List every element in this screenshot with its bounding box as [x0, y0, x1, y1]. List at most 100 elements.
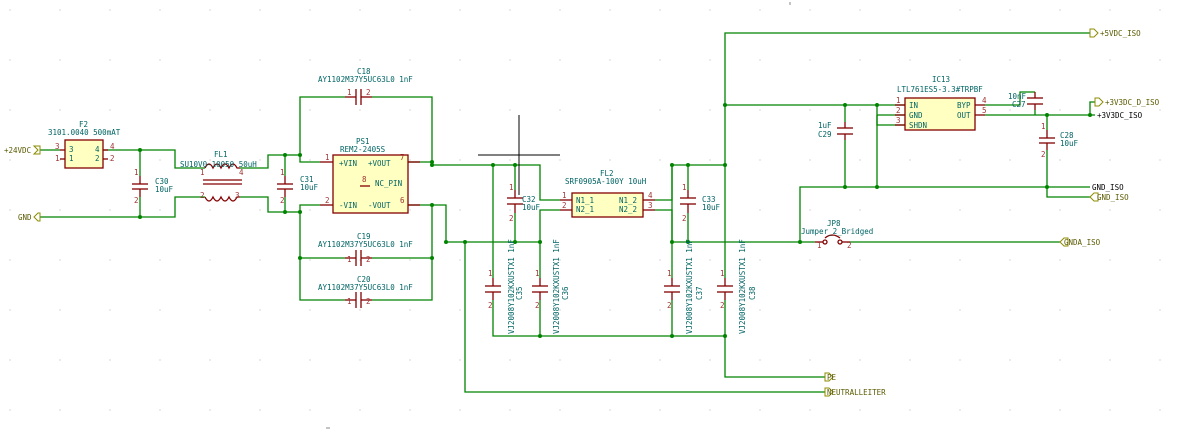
svg-text:+5VDC_ISO: +5VDC_ISO	[1100, 29, 1141, 38]
capacitor-c35[interactable]: VJ2008Y102KXUSTX1 1nF C35 1 2	[485, 239, 524, 334]
fl2-n21: N2_1	[576, 205, 594, 214]
c37-pin2: 2	[667, 301, 672, 310]
net-label-3v3dc-iso[interactable]: +3V3DC_ISO	[1097, 111, 1143, 120]
c28-ref: C28	[1060, 131, 1074, 140]
c32-value: 10uF	[522, 203, 541, 212]
c35-pin2: 2	[488, 301, 493, 310]
net-label-3v3dc-d-iso[interactable]: +3V3DC_D_ISO	[1094, 97, 1160, 107]
net-label-gnd-iso[interactable]: GND_ISO	[1092, 183, 1124, 192]
net-label-5vdc-iso[interactable]: +5VDC_ISO	[1089, 28, 1141, 38]
capacitor-c38[interactable]: VJ2008Y102KXUSTX1 1nF C38 1 2	[717, 239, 757, 334]
c29-ref: C29	[818, 130, 832, 139]
fl2-pin2: 2	[562, 201, 567, 210]
svg-text:+3V3DC_D_ISO: +3V3DC_D_ISO	[1105, 98, 1160, 107]
f2-inner-2: 2	[95, 154, 100, 163]
net-label-gnd-d-iso[interactable]: GND_ISO	[1089, 192, 1129, 202]
ic13-out: OUT	[957, 111, 971, 120]
junction-dots	[138, 103, 1092, 338]
ps1-vin-neg: -VIN	[339, 201, 357, 210]
ic13-ref: IC13	[932, 75, 950, 84]
fl1-pin4: 4	[239, 168, 244, 177]
c28-pin1: 1	[1041, 122, 1046, 131]
c36-value: VJ2008Y102KXUSTX1 1nF	[552, 239, 561, 334]
f2-pin4: 4	[110, 142, 115, 151]
capacitor-c27[interactable]: 10nF C27	[1008, 92, 1043, 110]
net-label-pe[interactable]: PE	[824, 372, 837, 382]
f2-pin1: 1	[55, 154, 60, 163]
net-label-neutralleiter[interactable]: NEUTRALLEITER	[824, 387, 886, 397]
svg-text:+3V3DC_ISO: +3V3DC_ISO	[1097, 111, 1143, 120]
c31-ref: C31	[300, 175, 314, 184]
c32-pin2: 2	[509, 214, 514, 223]
c33-value: 10uF	[702, 203, 721, 212]
ic13-pin1: 1	[896, 96, 901, 105]
ps1-pin8: 8	[362, 175, 367, 184]
capacitor-c33[interactable]: C33 10uF 1 2	[680, 183, 721, 223]
c18-pin1: 1	[347, 88, 352, 97]
f2-value: 3101.0040 500mAT	[48, 128, 121, 137]
ps1-vin-pos: +VIN	[339, 159, 357, 168]
capacitor-c37[interactable]: VJ2008Y102KXUSTX1 1nF C37 1 2	[664, 239, 704, 334]
ps1-pin7: 7	[400, 153, 405, 162]
f2-inner-4: 4	[95, 145, 100, 154]
c31-value: 10uF	[300, 183, 319, 192]
ps1-vout-neg: -VOUT	[368, 201, 391, 210]
fl1-pin1: 1	[200, 168, 205, 177]
ps1-pin1: 1	[325, 153, 330, 162]
capacitor-c20[interactable]: C20 AY1102M37Y5UC63L0 1nF 1 2	[318, 275, 413, 308]
c38-value: VJ2008Y102KXUSTX1 1nF	[738, 239, 747, 334]
c19-pin2: 2	[366, 255, 371, 264]
c30-pin2: 2	[134, 196, 139, 205]
ldo-ic13[interactable]: IC13 LTL761ES5-3.3#TRPBF IN GND SHDN BYP…	[895, 75, 987, 131]
ps1-pin6: 6	[400, 196, 405, 205]
net-label-24vdc[interactable]: +24VDC	[4, 145, 41, 155]
capacitor-c18[interactable]: C18 AY1102M37Y5UC63L0 1nF 1 2	[318, 67, 413, 105]
c33-pin2: 2	[682, 214, 687, 223]
ic13-pin5: 5	[982, 106, 987, 115]
c37-pin1: 1	[667, 269, 672, 278]
fl1-value: SU10V0-10050 50uH	[180, 160, 257, 169]
c27-ref: C27	[1012, 100, 1026, 109]
net-label-gnd[interactable]: GND	[18, 212, 41, 222]
c38-ref: C38	[748, 286, 757, 300]
grid-dots	[9, 9, 1161, 411]
fl2-ref: FL2	[600, 169, 614, 178]
c20-ref: C20	[357, 275, 371, 284]
c33-ref: C33	[702, 195, 716, 204]
jumper-jp8[interactable]: JP8 Jumper_2_Bridged 1 2	[801, 219, 873, 250]
ps1-nc: NC_PIN	[375, 179, 402, 188]
jp8-value: Jumper_2_Bridged	[801, 227, 873, 236]
c28-pin2: 2	[1041, 150, 1046, 159]
c18-value: AY1102M37Y5UC63L0 1nF	[318, 75, 413, 84]
capacitor-c28[interactable]: C28 10uF 1 2	[1039, 122, 1079, 159]
c19-pin1: 1	[347, 255, 352, 264]
capacitor-c29[interactable]: 1uF C29	[818, 121, 853, 140]
capacitor-c31[interactable]: C31 10uF 1 2	[277, 168, 319, 205]
ic13-pin4: 4	[982, 96, 987, 105]
fuse-f2[interactable]: F2 3101.0040 500mAT 3 1 4 2 3 1 4 2	[48, 120, 121, 169]
fl2-n22: N2_2	[619, 205, 637, 214]
capacitor-c36[interactable]: VJ2008Y102KXUSTX1 1nF C36 1 2	[532, 239, 570, 334]
capacitor-c30[interactable]: C30 10uF 1 2	[132, 168, 174, 205]
c20-value: AY1102M37Y5UC63L0 1nF	[318, 283, 413, 292]
c27-value: 10nF	[1008, 92, 1027, 101]
net-label-gnda-iso[interactable]: GNDA_ISO	[1059, 237, 1101, 247]
filter-fl2[interactable]: FL2 SRF0905A-100Y 10uH N1_1 N2_1 N1_2 N2…	[560, 169, 655, 218]
capacitor-c19[interactable]: C19 AY1102M37Y5UC63L0 1nF 1 2	[318, 232, 413, 266]
svg-text:GND_ISO: GND_ISO	[1092, 183, 1124, 192]
ic13-in: IN	[909, 101, 918, 110]
c18-ref: C18	[357, 67, 371, 76]
c36-pin2: 2	[535, 301, 540, 310]
c32-pin1: 1	[509, 183, 514, 192]
choke-fl1[interactable]: FL1 SU10V0-10050 50uH 1 4 2 3	[180, 150, 257, 202]
c31-pin1: 1	[280, 168, 285, 177]
ic13-pin3: 3	[896, 116, 901, 125]
c28-value: 10uF	[1060, 139, 1079, 148]
dcdc-converter-ps1[interactable]: PS1 REM2-2405S +VIN +VOUT NC_PIN -VIN -V…	[320, 137, 420, 214]
fl2-value: SRF0905A-100Y 10uH	[565, 177, 647, 186]
c29-value: 1uF	[818, 121, 832, 130]
fl2-pin3: 3	[648, 201, 653, 210]
svg-text:GND_ISO: GND_ISO	[1097, 193, 1129, 202]
capacitor-c32[interactable]: C32 10uF 1 2	[507, 183, 541, 223]
